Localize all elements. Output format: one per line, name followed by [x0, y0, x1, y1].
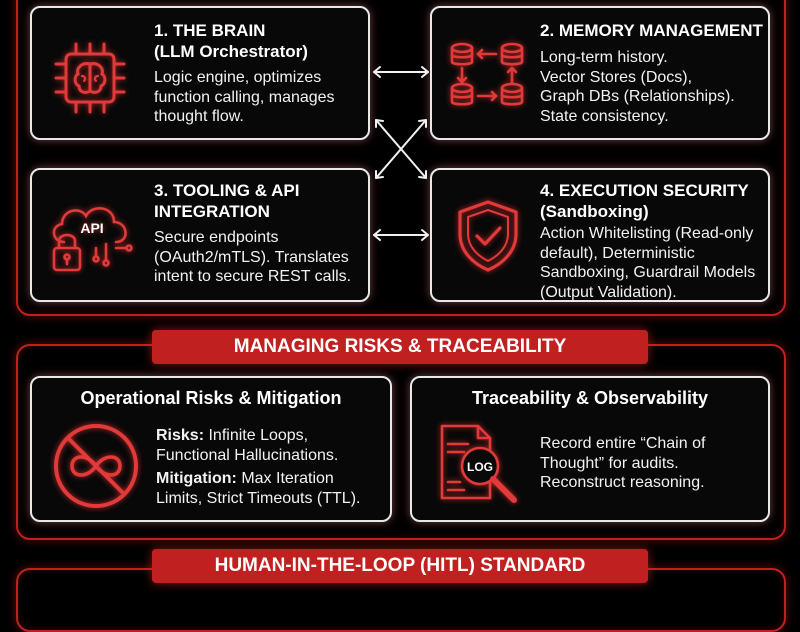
- mitigation-text-part1: Max Iteration: [236, 470, 334, 487]
- risks-line1: Risks: Infinite Loops,: [156, 426, 308, 446]
- memory-desc-line4: State consistency.: [540, 107, 669, 125]
- memory-desc-line1: Long-term history.: [540, 49, 668, 66]
- tooling-title-line2: INTEGRATION: [154, 202, 270, 221]
- database-cluster-icon: [444, 30, 530, 116]
- memory-desc-line3: Graph DBs (Relationships).: [540, 88, 735, 105]
- cloud-api-lock-icon: API: [44, 190, 144, 282]
- traceability-desc-line2: Thought” for audits.: [540, 454, 679, 472]
- security-desc-line3: Sandboxing, Guardrail Models: [540, 264, 756, 281]
- tooling-title-line1: 3. TOOLING & API: [154, 181, 300, 200]
- security-card: 4. EXECUTION SECURITY (Sandboxing) Actio…: [430, 168, 770, 302]
- no-infinite-loop-icon: [48, 418, 144, 514]
- brain-chip-icon: [48, 36, 132, 120]
- mitigation-line2: Limits, Strict Timeouts (TTL).: [156, 489, 361, 507]
- connector-arrows: [368, 60, 434, 255]
- svg-text:API: API: [80, 220, 103, 236]
- security-title-line1: 4. EXECUTION SECURITY: [540, 181, 749, 200]
- shield-check-icon: [450, 196, 526, 276]
- horizontal-arrow-top: [373, 66, 429, 78]
- mitigation-label: Mitigation:: [156, 470, 237, 487]
- risks-label: Risks:: [156, 427, 205, 444]
- memory-card: 2. MEMORY MANAGEMENT Long-term history. …: [430, 6, 770, 140]
- svg-text:LOG: LOG: [467, 460, 493, 474]
- brain-card: 1. THE BRAIN (LLM Orchestrator) Logic en…: [30, 6, 370, 140]
- security-desc-line2: default), Deterministic: [540, 244, 695, 262]
- security-desc-line1: Action Whitelisting (Read-only: [540, 225, 754, 242]
- traceability-desc-line1: Record entire “Chain of: [540, 435, 706, 452]
- architecture-section-frame: [16, 0, 786, 316]
- horizontal-arrow-bottom: [373, 229, 429, 241]
- traceability-card: Traceability & Observability LOG Record …: [410, 376, 770, 522]
- risks-section-banner: MANAGING RISKS & TRACEABILITY: [152, 330, 648, 364]
- tooling-desc-line3: intent to secure REST calls.: [154, 268, 352, 285]
- diagonal-arrow-cross-b: [375, 119, 427, 179]
- brain-desc-line3: thought flow.: [154, 108, 244, 125]
- security-title-line2: (Sandboxing): [540, 202, 649, 221]
- hitl-section-banner: HUMAN-IN-THE-LOOP (HITL) STANDARD: [152, 549, 648, 583]
- memory-title: 2. MEMORY MANAGEMENT: [540, 21, 763, 40]
- mitigation-line1: Mitigation: Max Iteration: [156, 469, 334, 489]
- tooling-desc-line1: Secure endpoints: [154, 229, 279, 246]
- operational-risks-title: Operational Risks & Mitigation: [80, 388, 342, 408]
- brain-desc-line2: function calling, manages: [154, 88, 335, 106]
- brain-title-line1: 1. THE BRAIN: [154, 21, 266, 40]
- memory-desc-line2: Vector Stores (Docs),: [540, 68, 693, 86]
- tooling-desc-line2: (OAuth2/mTLS). Translates: [154, 248, 349, 266]
- traceability-title: Traceability & Observability: [471, 388, 709, 408]
- brain-desc-line1: Logic engine, optimizes: [154, 69, 322, 86]
- tooling-card: API 3. TOOLING & API INTEGRATION Secure …: [30, 168, 370, 302]
- security-desc-line4: (Output Validation).: [540, 283, 677, 301]
- operational-risks-card: Operational Risks & Mitigation Risks: In…: [30, 376, 392, 522]
- risks-line2: Functional Hallucinations.: [156, 446, 339, 464]
- brain-title-line2: (LLM Orchestrator): [154, 42, 308, 61]
- traceability-desc-line3: Reconstruct reasoning.: [540, 474, 705, 491]
- log-magnifier-icon: LOG: [434, 420, 526, 508]
- risks-text-part1: Infinite Loops,: [204, 427, 309, 444]
